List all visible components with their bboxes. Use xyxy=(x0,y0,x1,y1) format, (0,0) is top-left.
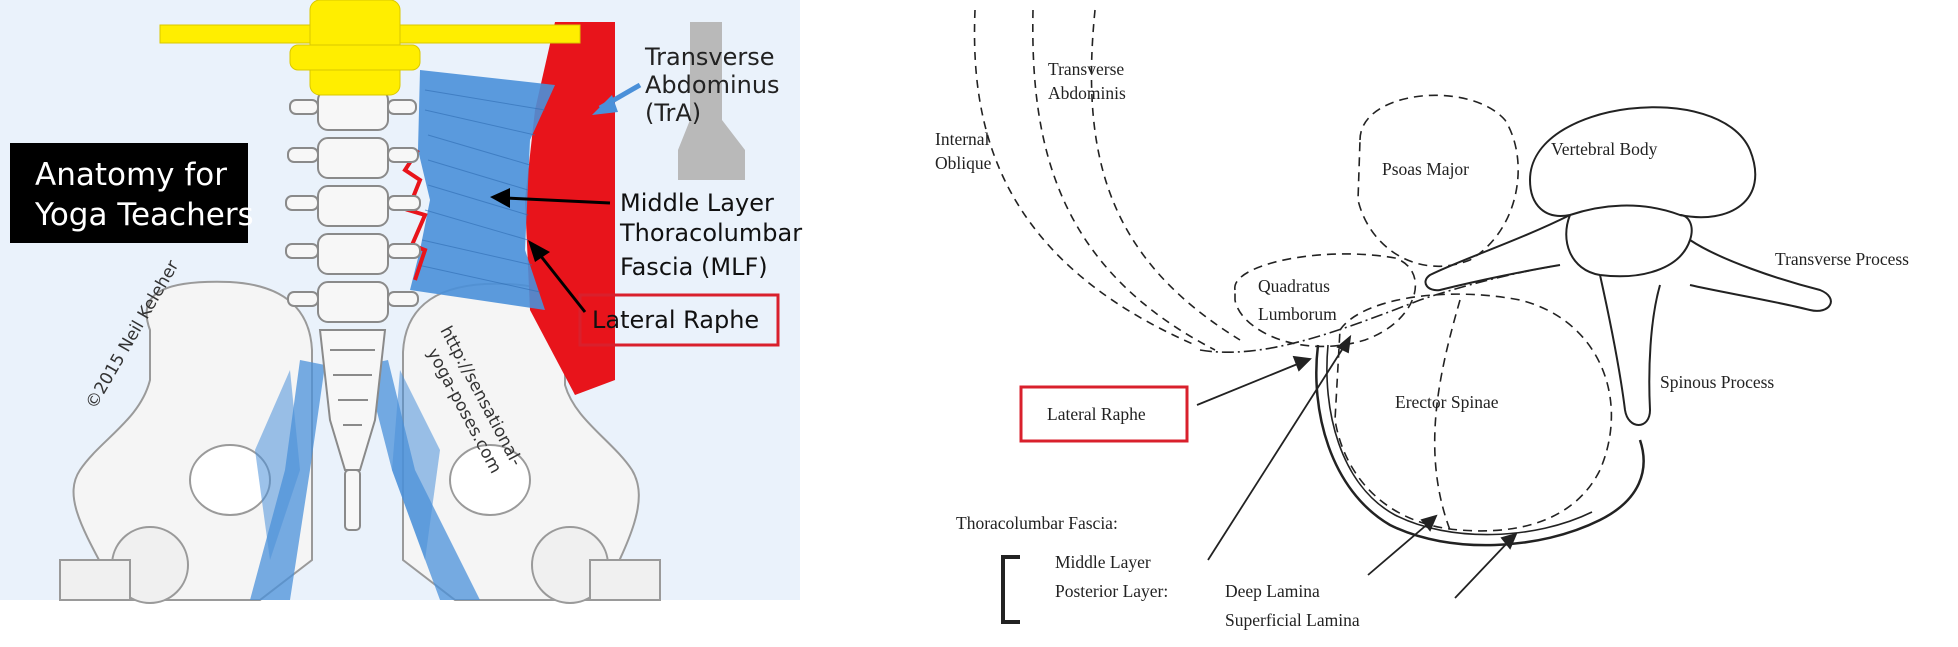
femur-left xyxy=(59,559,131,601)
label-transverse-abdominis-1: Transverse xyxy=(1048,59,1124,79)
spinous-process-outline xyxy=(1599,274,1661,426)
thoracic-vertebrae-yellow xyxy=(159,0,581,96)
title-line-2: Yoga Teachers xyxy=(34,197,254,233)
title-line-1: Anatomy for xyxy=(35,157,227,193)
middle-layer-fascia xyxy=(410,70,555,310)
label-thoracolumbar-fascia: Thoracolumbar Fascia: xyxy=(956,513,1118,533)
middle-layer-line xyxy=(1199,264,1561,353)
label-erector-spinae: Erector Spinae xyxy=(1395,392,1499,412)
label-spinous-process: Spinous Process xyxy=(1660,372,1774,392)
left-anatomy-illustration: Anatomy for Yoga Teachers Transverse Abd… xyxy=(0,0,802,604)
legend-bracket xyxy=(1001,555,1020,624)
obturator-right xyxy=(449,444,531,516)
label-mlf-line-2: Thoracolumbar xyxy=(619,219,802,247)
label-quadratus-1: Quadratus xyxy=(1258,276,1330,296)
psoas-major-outline xyxy=(1357,94,1519,268)
label-lateral-raphe-left: Lateral Raphe xyxy=(592,306,759,334)
label-tra-line-2: Abdominus xyxy=(645,71,780,99)
posterior-layer-deep xyxy=(1326,344,1593,536)
left-transverse-process-outline xyxy=(1424,214,1571,292)
label-mlf-line-1: Middle Layer xyxy=(620,189,774,217)
transverse-process-outline xyxy=(1689,239,1832,312)
iliacus-right xyxy=(392,370,440,560)
transverse-abdominus-muscle xyxy=(525,22,615,395)
label-tra-line-3: (TrA) xyxy=(645,99,701,127)
label-vertebral-body: Vertebral Body xyxy=(1551,139,1658,159)
label-lateral-raphe-right: Lateral Raphe xyxy=(1047,404,1146,424)
tra-arrow-head xyxy=(592,95,618,115)
label-transverse-abdominis-2: Abdominis xyxy=(1048,83,1126,103)
deep-lamina-arrow-tip xyxy=(1420,514,1438,532)
posterior-layer-superficial xyxy=(1315,344,1645,547)
transverse-abdominis-curve xyxy=(1032,9,1216,351)
mlf-arrow-line xyxy=(504,196,611,205)
lumbar-spine xyxy=(285,89,421,531)
lateral-raphe-arrow-tip xyxy=(1292,355,1312,372)
erector-spinae-outline xyxy=(1334,293,1613,532)
neural-arch-outline xyxy=(1565,214,1693,278)
psoas-right xyxy=(365,360,480,600)
lateral-raphe-highlight-box xyxy=(578,293,780,347)
lateral-raphe-arrow-head xyxy=(528,240,550,262)
lateral-raphe-arrow xyxy=(1196,362,1301,406)
label-psoas-major: Psoas Major xyxy=(1382,159,1469,179)
deep-lamina-arrow xyxy=(1367,521,1431,576)
outer-dashed-curve xyxy=(1090,9,1241,341)
label-mlf-line-3: Fascia (MLF) xyxy=(620,253,768,281)
label-deep-lamina: Deep Lamina xyxy=(1225,581,1320,601)
pelvis-left-wing xyxy=(72,280,313,601)
grey-object xyxy=(678,22,745,180)
label-tra-line-1: Transverse xyxy=(644,43,775,71)
iliacus-left xyxy=(255,370,300,560)
internal-oblique-curve xyxy=(973,9,1196,346)
label-quadratus-2: Lumborum xyxy=(1258,304,1337,324)
label-transverse-process: Transverse Process xyxy=(1775,249,1909,269)
middle-layer-arrow-tip xyxy=(1336,334,1352,354)
erector-spinae-divider xyxy=(1433,299,1461,531)
superficial-lamina-arrow-tip xyxy=(1500,532,1518,550)
quadratus-lumborum-outline xyxy=(1234,253,1417,348)
femur-right xyxy=(589,559,661,601)
lateral-raphe-arrow-line xyxy=(538,254,587,313)
title-box xyxy=(10,143,248,243)
superficial-lamina-arrow xyxy=(1454,539,1511,599)
fascia-serrations xyxy=(402,148,428,281)
vertebral-body-outline xyxy=(1528,106,1757,219)
middle-layer-arrow xyxy=(1207,344,1346,561)
label-posterior-layer: Posterior Layer: xyxy=(1055,581,1168,601)
fascia-streaks xyxy=(417,89,546,293)
label-middle-layer: Middle Layer xyxy=(1055,552,1151,572)
lateral-raphe-highlight-box-right xyxy=(1019,385,1189,443)
label-superficial-lamina: Superficial Lamina xyxy=(1225,610,1360,630)
mlf-arrow-head xyxy=(490,188,510,208)
